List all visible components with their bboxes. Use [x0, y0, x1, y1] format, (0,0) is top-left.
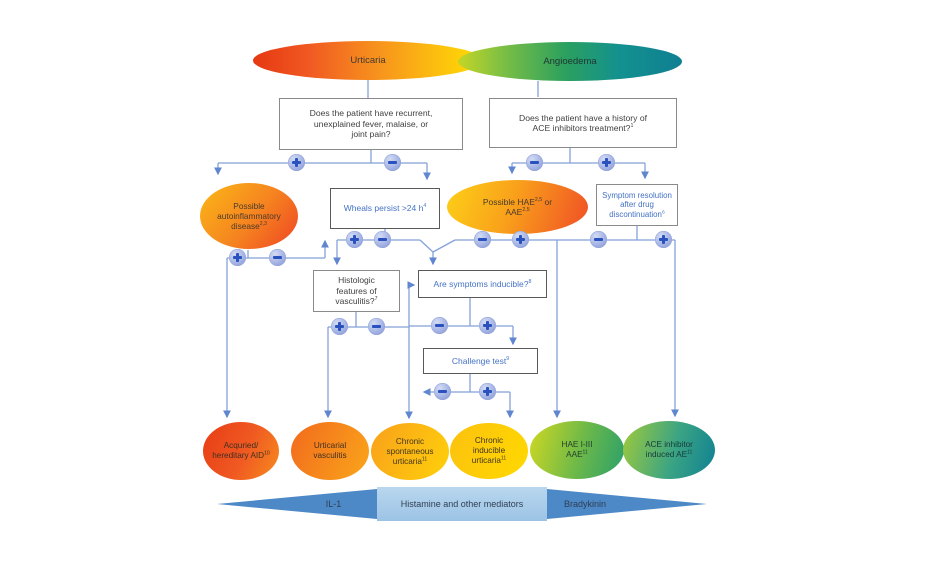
minus-icon — [368, 318, 385, 335]
angioedema-label: Angioedema — [543, 55, 597, 67]
acquired-hereditary-aid-ellipse: Acquried/hereditary AID10 — [203, 422, 279, 480]
minus-icon — [526, 154, 543, 171]
il1-label: IL-1 — [325, 499, 342, 509]
bradykinin-label: Bradykinin — [563, 499, 607, 509]
urticaria-ellipse: Urticaria — [253, 41, 483, 80]
symptoms-inducible-box: Are symptoms inducible?8 — [418, 270, 547, 298]
histamine-bar — [377, 487, 547, 521]
minus-icon — [374, 231, 391, 248]
plus-icon — [479, 383, 496, 400]
plus-icon — [512, 231, 529, 248]
plus-icon — [479, 317, 496, 334]
wheals-persist-box: Wheals persist >24 h4 — [330, 188, 440, 229]
minus-icon — [431, 317, 448, 334]
question-fever-label: Does the patient have recurrent,unexplai… — [309, 108, 433, 140]
minus-icon — [384, 154, 401, 171]
plus-icon — [288, 154, 305, 171]
minus-icon — [474, 231, 491, 248]
histamine-label: Histamine and other mediators — [400, 499, 524, 509]
minus-icon — [590, 231, 607, 248]
question-fever-box: Does the patient have recurrent,unexplai… — [279, 98, 463, 150]
challenge-test-label: Challenge test9 — [451, 355, 510, 366]
wheals-persist-label: Wheals persist >24 h4 — [343, 203, 427, 214]
minus-icon — [434, 383, 451, 400]
plus-icon — [655, 231, 672, 248]
plus-icon — [346, 231, 363, 248]
minus-icon — [269, 249, 286, 266]
acquired-hereditary-aid-label: Acquried/hereditary AID10 — [212, 441, 270, 460]
symptoms-inducible-label: Are symptoms inducible?8 — [433, 278, 532, 289]
angioedema-ellipse: Angioedema — [458, 42, 682, 81]
plus-icon — [229, 249, 246, 266]
challenge-test-box: Challenge test9 — [423, 348, 538, 374]
plus-icon — [331, 318, 348, 335]
plus-icon — [598, 154, 615, 171]
urticaria-label: Urticaria — [350, 54, 386, 66]
